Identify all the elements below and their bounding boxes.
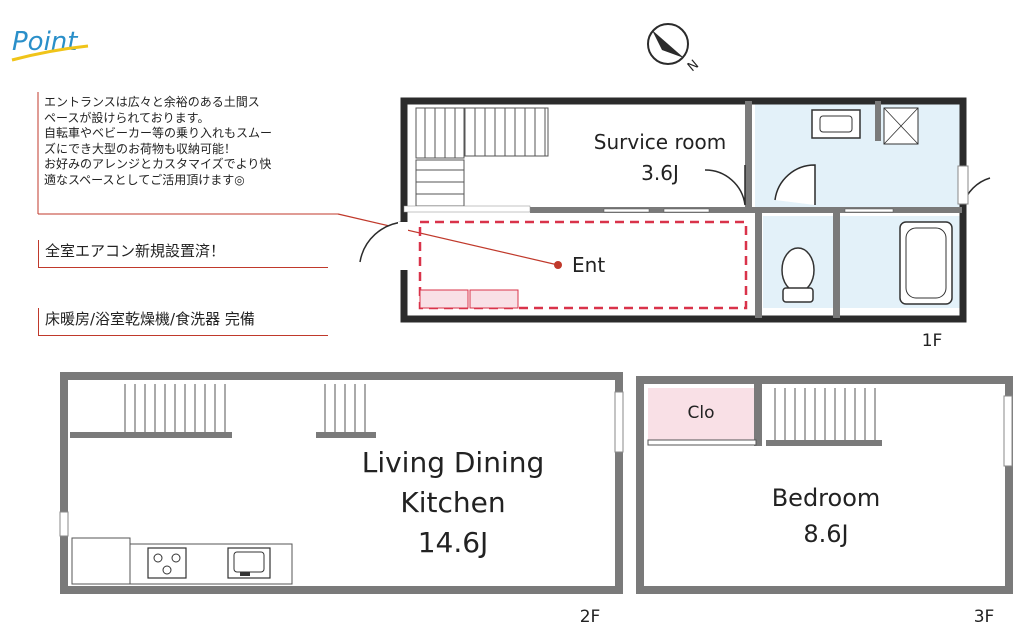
entrance-doma-area [418, 220, 748, 310]
floor-1-label: 1F [922, 331, 943, 351]
floor-2-stairs-right [318, 384, 374, 434]
entrance-marker [554, 261, 562, 269]
washbasin-icon [811, 109, 861, 139]
shoe-box-right [469, 289, 519, 309]
bedroom-name: Bedroom [772, 484, 881, 512]
stove-icon [147, 547, 187, 579]
note-line: エントランスは広々と余裕のある土間ス [44, 95, 260, 109]
sink-icon [227, 547, 271, 579]
toilet-icon [781, 247, 815, 303]
feature-air-conditioner: 全室エアコン新規設置済！ [38, 240, 328, 268]
closet-label: Clo [688, 403, 715, 423]
ldk-name-line2: Kitchen [400, 486, 505, 519]
bathroom-window-door [962, 165, 991, 206]
closet [648, 388, 754, 440]
ldk-name-line1: Living Dining [362, 446, 545, 479]
bedroom-size: 8.6J [803, 520, 848, 548]
shoe-box-left [419, 289, 469, 309]
ldk-size: 14.6J [418, 526, 489, 559]
floor-1-stairs-a [415, 107, 465, 159]
note-line: お好みのアレンジとカスタマイズでより快 [44, 157, 272, 172]
service-room-name: Survice room [594, 130, 726, 154]
service-room-door [704, 165, 746, 206]
service-room-size: 3.6J [641, 161, 679, 185]
feature-equipment: 床暖房/浴室乾燥機/食洗器 完備 [38, 308, 328, 336]
note-line: ズにでき大型のお荷物も収納可能！ [44, 141, 237, 156]
floor-1: Survice room 3.6J Ent 1F [359, 97, 991, 351]
point-logo: Point [11, 27, 89, 62]
note-line: 適なスペースとしてご活用頂けます◎ [44, 172, 245, 187]
floor-3: Clo Bedroom 8.6J 3F [636, 376, 1013, 627]
floor-3-stairs [768, 388, 880, 442]
north-arrow-icon: N [647, 23, 702, 75]
floor-2: Living Dining Kitchen 14.6J 2F [59, 372, 624, 627]
compass-label: N [685, 57, 702, 75]
floor-2-label: 2F [580, 607, 601, 627]
entrance-door [359, 221, 405, 270]
floor-3-label: 3F [974, 607, 995, 627]
bathtub-icon [899, 221, 953, 305]
entrance-label: Ent [572, 253, 605, 277]
washroom-door [774, 164, 816, 205]
floor-1-stairs-b [463, 107, 549, 157]
note-line: 自転車やベビーカー等の乗り入れもスムー [44, 126, 273, 141]
note-line: ペースが設けられております。 [44, 110, 210, 125]
note-bracket [37, 92, 559, 266]
entrance-note: エントランスは広々と余裕のある土間ス ペースが設けられております。 自転車やベビ… [44, 95, 272, 189]
